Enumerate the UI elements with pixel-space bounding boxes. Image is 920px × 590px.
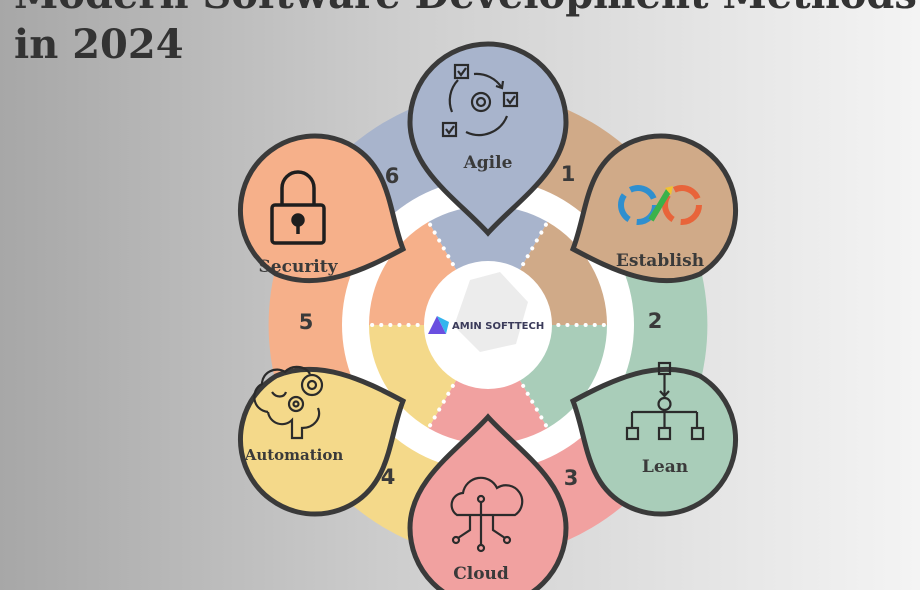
petal-label-lean: Lean [642, 457, 688, 477]
petal-lean: Lean [569, 361, 738, 517]
petal-agile: Agile [407, 41, 569, 237]
logo-watermark [454, 272, 528, 352]
number-1: 1 [561, 162, 576, 186]
flowchart-icon [625, 361, 705, 441]
title-line-2: in 2024 [14, 21, 184, 68]
number-5: 5 [299, 310, 314, 334]
brain-gears-icon [253, 365, 324, 440]
petal-label-automation: Automation [244, 446, 344, 464]
title-line-1: Modern Software Development Methods [14, 0, 917, 18]
number-3: 3 [564, 466, 579, 490]
petal-automation: Automation [238, 365, 407, 517]
segment-numbers: 6 1 2 3 4 5 [299, 162, 663, 490]
brand-name: AMIN SOFTTECH [452, 321, 544, 332]
agile-cycle-icon [441, 63, 519, 138]
petal-cloud: Cloud [407, 413, 569, 590]
petal-security: Security [238, 133, 407, 284]
number-6: 6 [385, 164, 400, 188]
petal-label-security: Security [259, 257, 339, 277]
petal-label-agile: Agile [463, 153, 513, 173]
padlock-icon [270, 170, 326, 245]
page-title: Modern Software Development Methods in 2… [14, 0, 917, 70]
petal-establish: Establish [569, 133, 738, 284]
number-2: 2 [648, 309, 663, 333]
petal-label-cloud: Cloud [453, 564, 509, 584]
petal-label-establish: Establish [616, 251, 704, 271]
amin-softtech-logo: AMIN SOFTTECH [428, 316, 544, 334]
sync-arrows-icon [618, 185, 702, 225]
cloud-circuit-icon [450, 476, 524, 553]
